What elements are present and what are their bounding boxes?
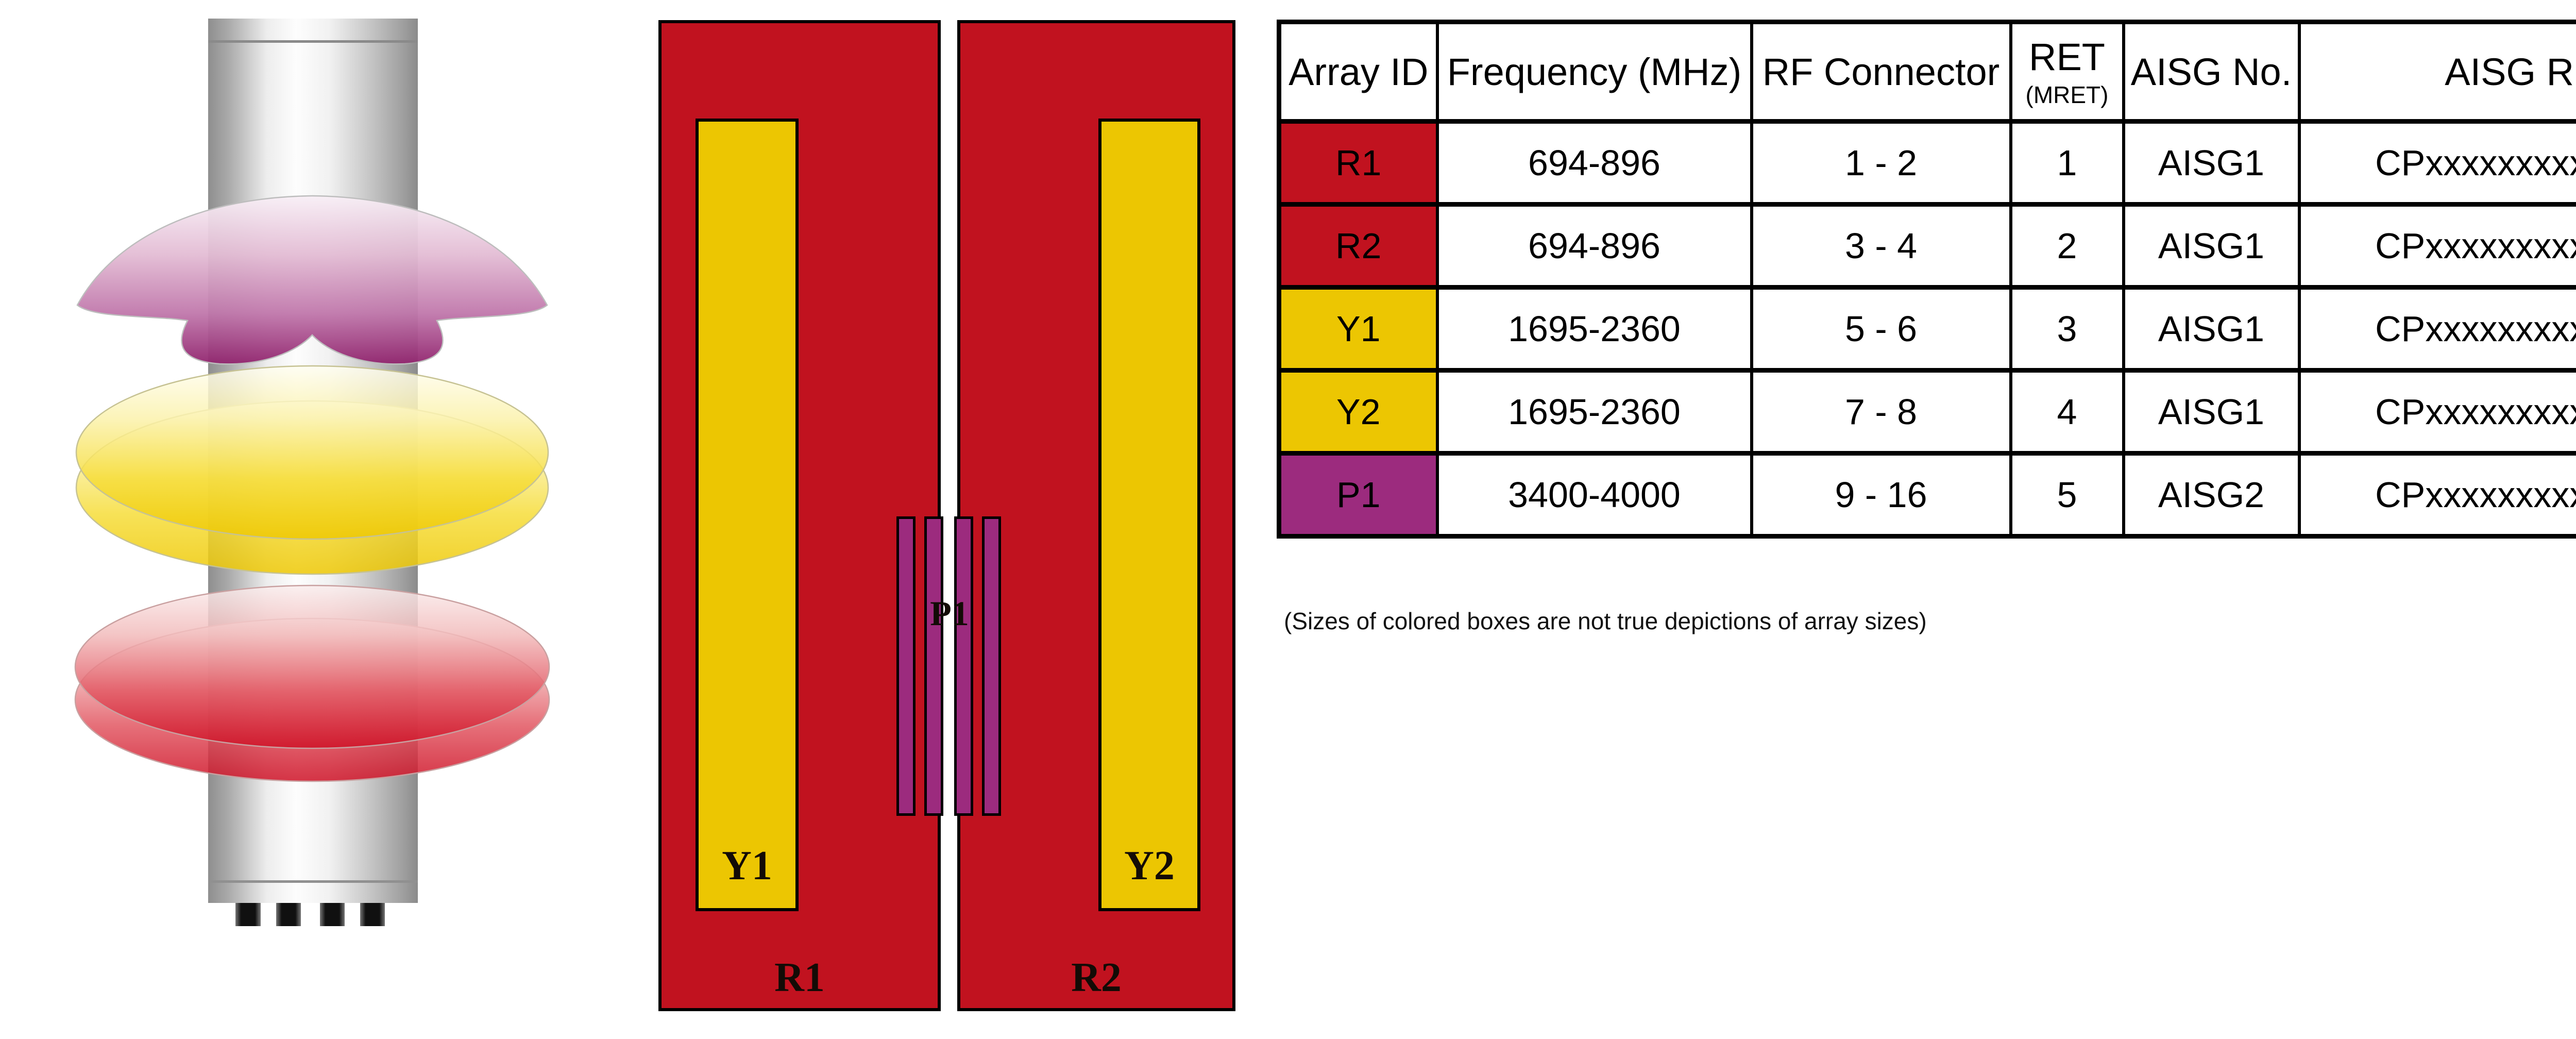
array-box-y2 — [1098, 119, 1200, 911]
array-spec-table: Array ID Frequency (MHz) RF Connector RE… — [1277, 20, 2576, 539]
cell-array-id: Y1 — [1277, 285, 1439, 373]
table-row-r1: R1 694-896 1 - 2 1 AISG1 CPxxxxxxxxxxxxx… — [1277, 119, 2576, 207]
cell-aisg-ret-uid: CPxxxxxxxxxxxxxxMM.1 — [2297, 451, 2576, 539]
cell-aisg-ret-uid: CPxxxxxxxxxxxxxxMM.3 — [2297, 285, 2576, 373]
cell-aisg-no: AISG1 — [2122, 119, 2301, 207]
col-header-ret: RET (MRET) — [2009, 20, 2125, 124]
col-header-aisg-no: AISG No. — [2122, 20, 2301, 124]
cell-aisg-ret-uid: CPxxxxxxxxxxxxxxMM.1 — [2297, 119, 2576, 207]
cell-rf-connector: 1 - 2 — [1750, 119, 2012, 207]
cell-rf-connector: 9 - 16 — [1750, 451, 2012, 539]
cell-frequency: 694-896 — [1435, 202, 1753, 290]
cell-ret: 2 — [2009, 202, 2125, 290]
table-row-y1: Y1 1695-2360 5 - 6 3 AISG1 CPxxxxxxxxxxx… — [1277, 285, 2576, 373]
cell-frequency: 1695-2360 — [1435, 285, 1753, 373]
antenna-connectors — [235, 903, 385, 926]
p-beam — [76, 195, 548, 365]
cell-aisg-no: AISG1 — [2122, 202, 2301, 290]
antenna-illustration — [74, 19, 550, 926]
col-header-aisg-ret-uid: AISG RET UID — [2297, 20, 2576, 124]
col-header-array-id: Array ID — [1277, 20, 1439, 124]
table-row-p1: P1 3400-4000 9 - 16 5 AISG2 CPxxxxxxxxxx… — [1277, 451, 2576, 539]
cell-ret: 5 — [2009, 451, 2125, 539]
col-header-frequency: Frequency (MHz) — [1435, 20, 1753, 124]
cell-aisg-no: AISG2 — [2122, 451, 2301, 539]
col-header-ret-sub: (MRET) — [2025, 81, 2109, 108]
table-row-y2: Y2 1695-2360 7 - 8 4 AISG1 CPxxxxxxxxxxx… — [1277, 368, 2576, 456]
cell-rf-connector: 5 - 6 — [1750, 285, 2012, 373]
array-box-y1 — [696, 119, 799, 911]
table-row-r2: R2 694-896 3 - 4 2 AISG1 CPxxxxxxxxxxxxx… — [1277, 202, 2576, 290]
cell-ret: 1 — [2009, 119, 2125, 207]
array-strip-p1-3 — [954, 516, 973, 816]
cell-ret: 3 — [2009, 285, 2125, 373]
header-row: Array ID Frequency (MHz) RF Connector RE… — [1277, 20, 2576, 124]
cell-frequency: 1695-2360 — [1435, 368, 1753, 456]
label-y2: Y2 — [1124, 843, 1175, 889]
cell-ret: 4 — [2009, 368, 2125, 456]
label-y1: Y1 — [722, 843, 772, 889]
y-beam — [75, 365, 549, 575]
label-r2: R2 — [1071, 955, 1122, 1000]
col-header-ret-main: RET — [2029, 35, 2105, 78]
cell-array-id: R1 — [1277, 119, 1439, 207]
array-strip-p1-2 — [924, 516, 943, 816]
cell-rf-connector: 3 - 4 — [1750, 202, 2012, 290]
cell-aisg-no: AISG1 — [2122, 368, 2301, 456]
col-header-rf-connector: RF Connector — [1750, 20, 2012, 124]
cell-frequency: 694-896 — [1435, 119, 1753, 207]
cell-array-id: R2 — [1277, 202, 1439, 290]
cell-aisg-ret-uid: CPxxxxxxxxxxxxxxMM.4 — [2297, 368, 2576, 456]
cell-array-id: Y2 — [1277, 368, 1439, 456]
label-r1: R1 — [774, 955, 825, 1000]
r-beam — [74, 584, 550, 782]
array-strip-p1-1 — [896, 516, 916, 816]
cell-frequency: 3400-4000 — [1435, 451, 1753, 539]
cell-aisg-ret-uid: CPxxxxxxxxxxxxxxMM.2 — [2297, 202, 2576, 290]
cell-array-id: P1 — [1277, 451, 1439, 539]
array-strip-p1-4 — [982, 516, 1001, 816]
size-disclaimer-note: (Sizes of colored boxes are not true dep… — [1284, 608, 1927, 634]
label-p1: P1 — [930, 594, 969, 633]
cell-aisg-no: AISG1 — [2122, 285, 2301, 373]
cell-rf-connector: 7 - 8 — [1750, 368, 2012, 456]
